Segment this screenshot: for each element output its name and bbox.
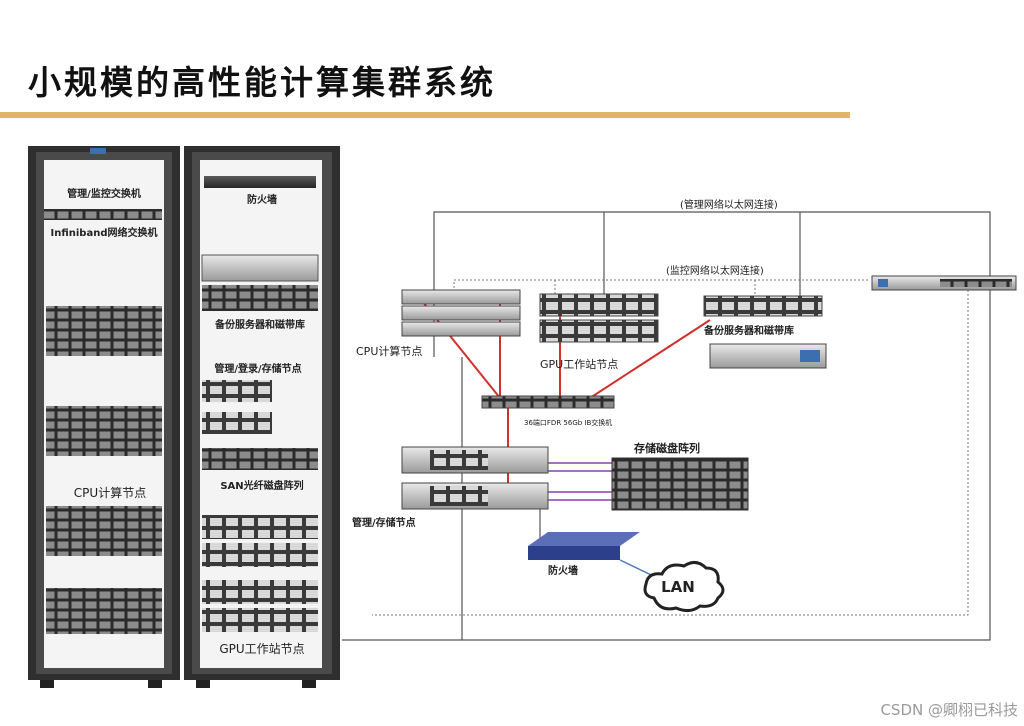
left-cpu-label: CPU计算节点 [74, 485, 146, 500]
mgmt-storage-label: 管理/存储节点 [352, 516, 416, 529]
csdn-watermark: CSDN @卿栩已科技 [880, 701, 1018, 719]
storage-disk-array [611, 457, 749, 511]
gpu-nodes-label: GPU工作站节点 [540, 357, 618, 371]
right-firewall-label: 防火墙 [247, 193, 277, 206]
right-san-label: SAN光纤磁盘阵列 [220, 479, 303, 492]
mgmt-node-unit-2 [202, 412, 272, 434]
right-gpu-label: GPU工作站节点 [219, 642, 304, 656]
cpu-nodes-label: CPU计算节点 [356, 344, 422, 358]
ethernet-switch [871, 275, 1017, 291]
firewall-device [528, 532, 640, 560]
left-switch-label: 管理/监控交换机 [67, 187, 141, 200]
monitor-network-label: (监控网络以太网连接) [666, 264, 764, 277]
rack-right: 防火墙 备份服务器和磁带库 管理/登录/存储节点 SAN光纤磁盘阵列 GPU工作… [184, 146, 340, 688]
tape-library-unit [202, 285, 318, 311]
cpu-nodes-lower [46, 506, 162, 556]
cpu-nodes-upper [46, 306, 162, 356]
backup-server-unit [201, 254, 319, 282]
san-array-unit [202, 448, 318, 470]
lan-label: LAN [661, 578, 695, 596]
right-mgmt-label: 管理/登录/存储节点 [214, 362, 301, 375]
cpu-nodes-middle [46, 406, 162, 456]
gpu-unit-2 [202, 543, 318, 567]
gpu-unit-1 [202, 515, 318, 539]
storage-array-label: 存储磁盘阵列 [634, 441, 700, 455]
backup-label: 备份服务器和磁带库 [703, 324, 794, 337]
page-title: 小规模的高性能计算集群系统 [28, 63, 496, 102]
firewall-unit [204, 176, 316, 188]
mgmt-switch-unit [44, 209, 162, 220]
ib-switch [481, 395, 615, 409]
cpu-nodes-bottom [46, 588, 162, 634]
cpu-compute-nodes [401, 289, 521, 337]
right-backup-label: 备份服务器和磁带库 [214, 318, 305, 331]
firewall-label: 防火墙 [548, 564, 578, 577]
gpu-unit-4 [202, 608, 318, 632]
ib-switch-label: 36端口FDR 56Gb IB交换机 [524, 418, 612, 427]
title-underline [0, 112, 850, 118]
mgmt-network-label: (管理网络以太网连接) [680, 198, 778, 211]
left-ib-switch-label: Infiniband网络交换机 [51, 226, 158, 239]
gpu-unit-3 [202, 580, 318, 604]
lan-cloud-icon [643, 561, 725, 613]
mgmt-node-unit-1 [202, 380, 272, 402]
rack-left: 管理/监控交换机 Infiniband网络交换机 CPU计算节点 [28, 146, 180, 688]
backup-servers [703, 295, 827, 369]
gpu-workstation-nodes [539, 293, 659, 343]
mgmt-storage-nodes [401, 446, 549, 510]
